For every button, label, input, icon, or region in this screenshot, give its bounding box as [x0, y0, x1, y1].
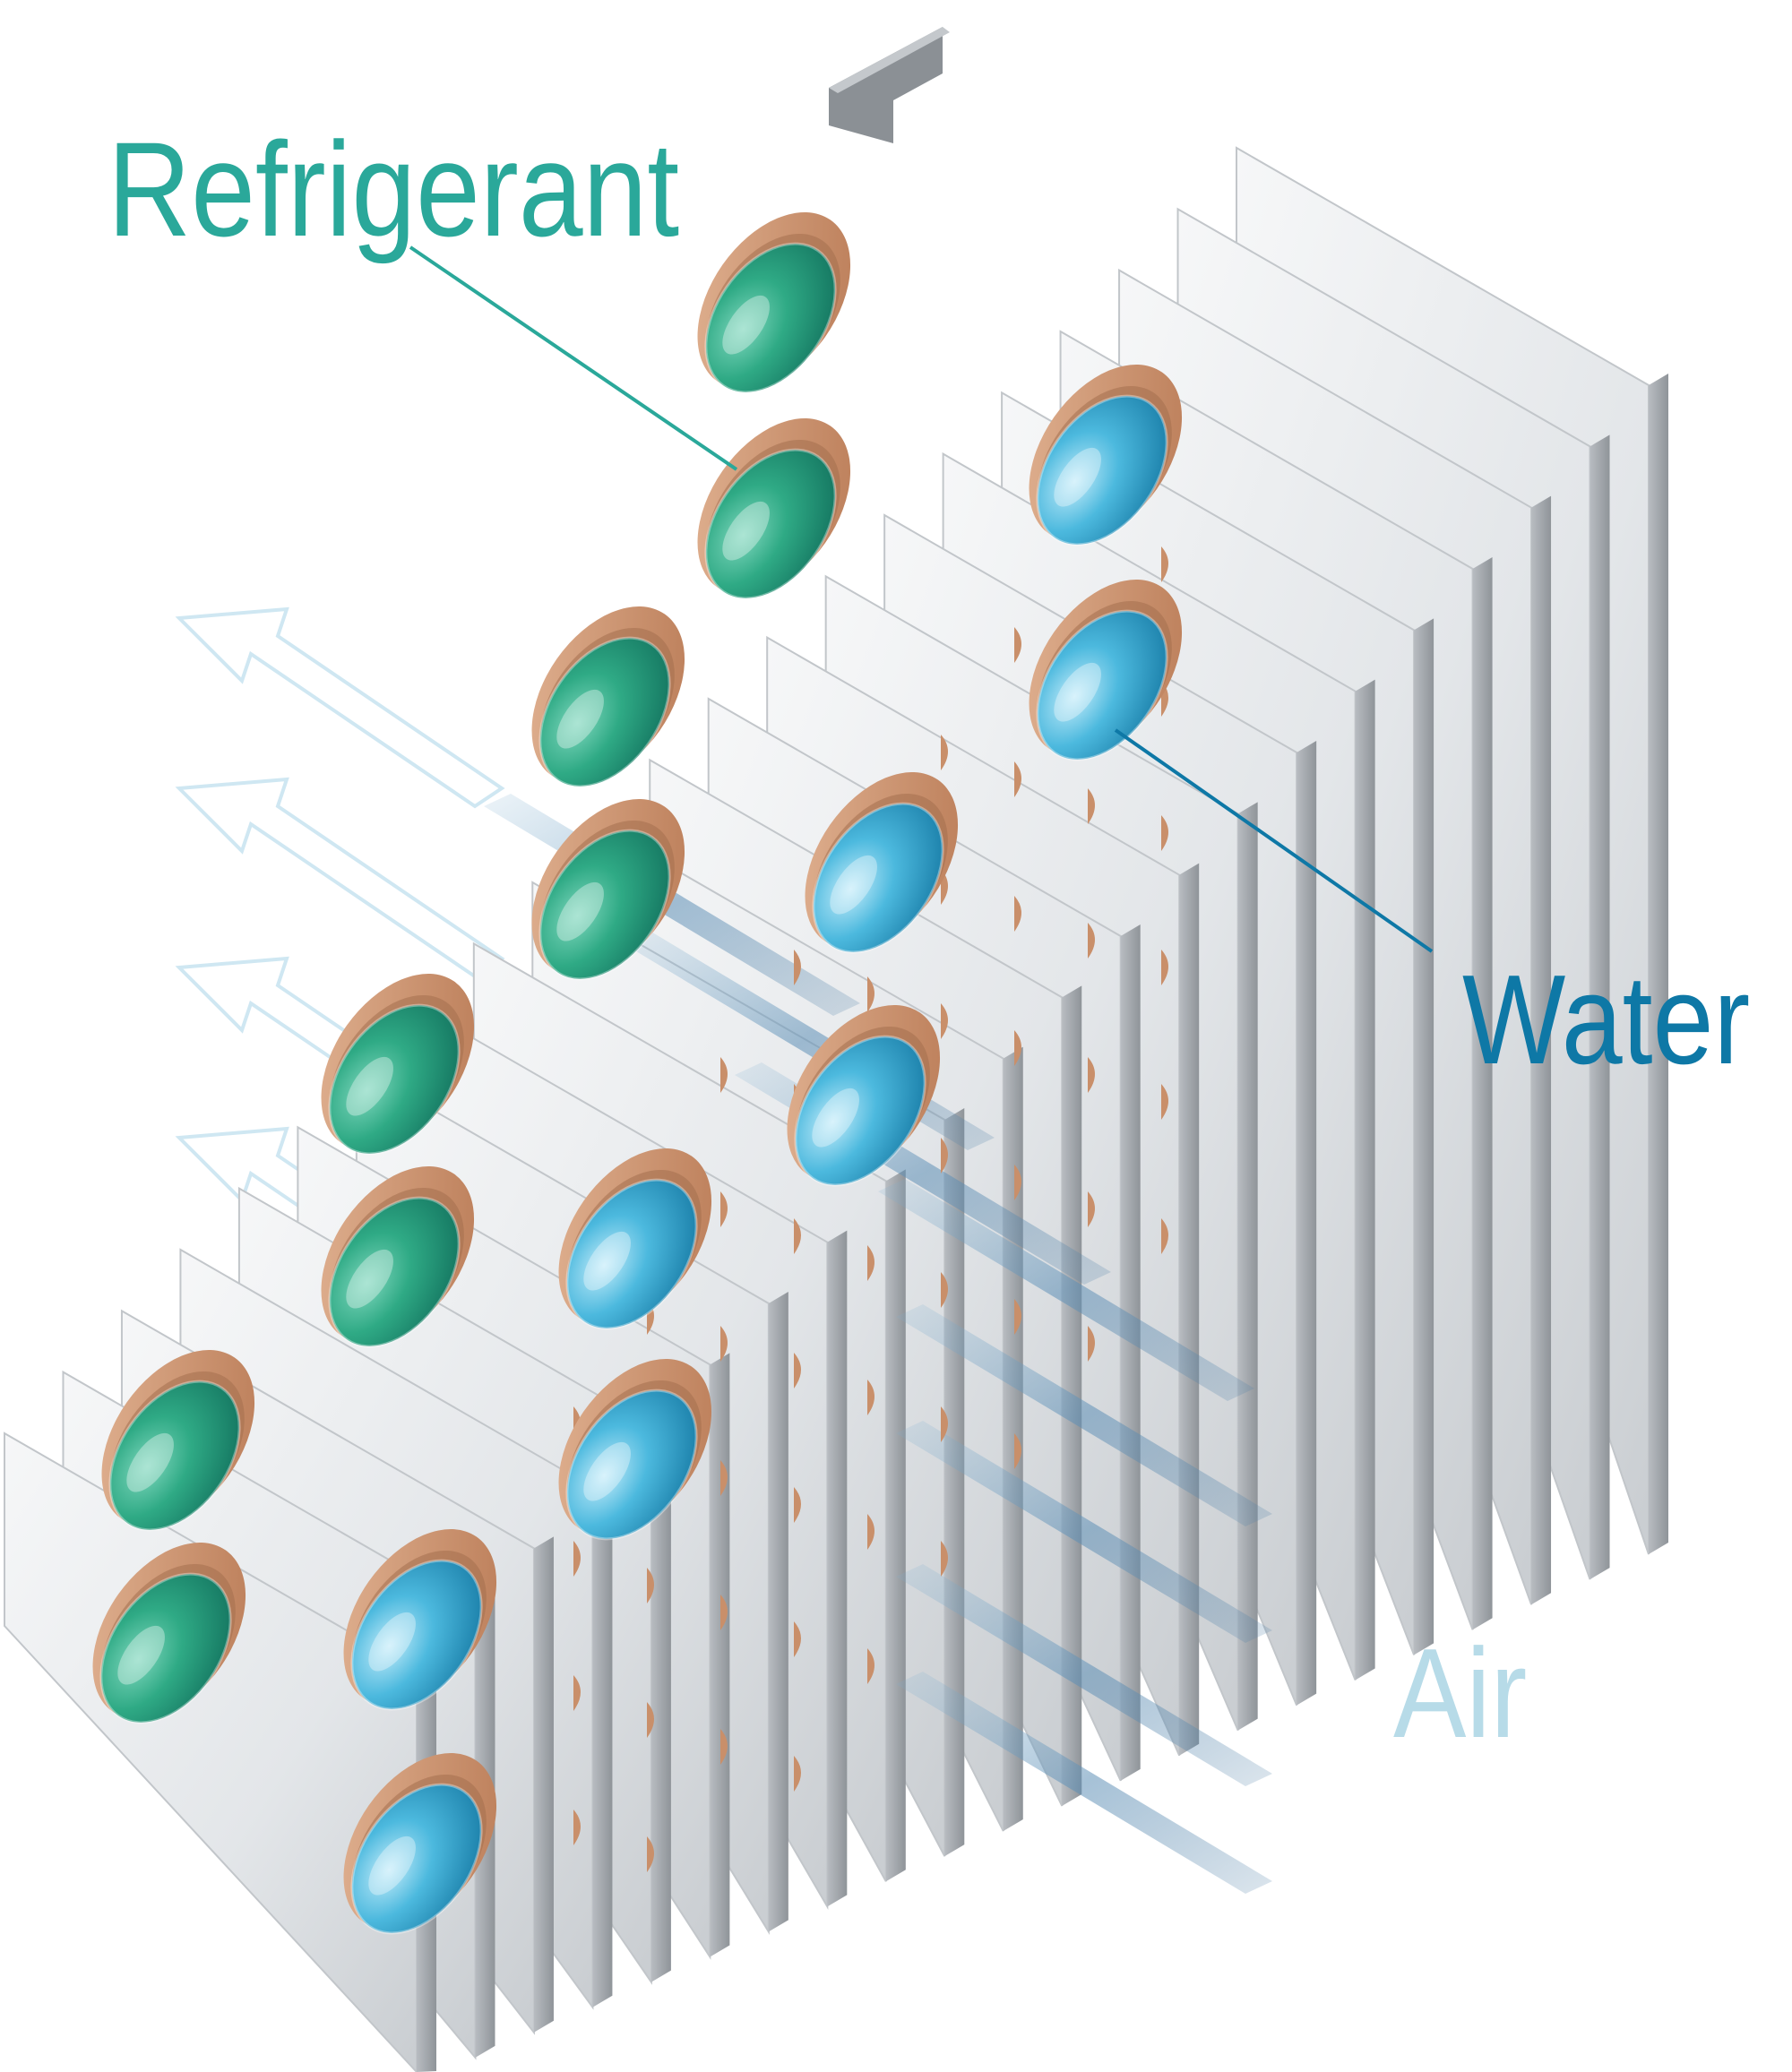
copper-collar [867, 1245, 874, 1281]
copper-collar [1014, 761, 1021, 797]
copper-collar [573, 1675, 581, 1711]
hollow-arrow-icon [175, 777, 505, 979]
copper-collar [1088, 1057, 1095, 1093]
water-tube [343, 1753, 497, 1935]
copper-collar [720, 1460, 728, 1496]
copper-collar [1088, 1191, 1095, 1227]
refrigerant-tube [531, 799, 685, 981]
copper-collar [1161, 815, 1168, 851]
copper-collar [573, 1541, 581, 1577]
air-streak [896, 1672, 1272, 1894]
copper-collar [720, 1191, 728, 1227]
refrigerant-tube [697, 212, 851, 394]
air-streak [878, 1179, 1254, 1401]
tube-ends [92, 212, 1183, 1935]
water-tube [787, 1005, 941, 1187]
copper-collar [794, 1756, 801, 1792]
copper-collar [941, 1003, 948, 1039]
copper-collar [647, 1568, 654, 1603]
copper-collar [1014, 896, 1021, 932]
refrigerant-label: Refrigerant [108, 114, 680, 264]
water-label: Water [1462, 949, 1751, 1091]
copper-collar [867, 976, 874, 1012]
copper-collar [867, 1648, 874, 1684]
copper-collar [1014, 627, 1021, 663]
air-streak [896, 1421, 1272, 1643]
copper-collar [1014, 1030, 1021, 1066]
air-label: Air [1393, 1622, 1528, 1765]
copper-collar [647, 1702, 654, 1738]
copper-collar [867, 1514, 874, 1550]
water-tube [805, 772, 959, 954]
water-tube [1029, 365, 1183, 546]
copper-collar [1161, 1218, 1168, 1254]
copper-collar [794, 1218, 801, 1254]
water-leader-line [1114, 728, 1434, 953]
copper-collar [720, 1729, 728, 1765]
copper-collar [720, 1057, 728, 1093]
copper-collar [941, 1138, 948, 1174]
water-tube [1029, 580, 1183, 761]
refrigerant-tube [697, 418, 851, 600]
copper-collar [1088, 788, 1095, 824]
copper-collar [1014, 1165, 1021, 1200]
copper-collar [867, 1380, 874, 1415]
copper-collar [941, 1541, 948, 1577]
refrigerant-tube [321, 1166, 475, 1348]
refrigerant-tube [101, 1350, 255, 1532]
copper-collar [1014, 1299, 1021, 1335]
air-streak [896, 1304, 1272, 1526]
copper-collar [573, 1810, 581, 1845]
copper-collar [1161, 950, 1168, 985]
copper-collar [794, 1487, 801, 1523]
copper-collar [1088, 1326, 1095, 1362]
water-tube [558, 1148, 712, 1330]
copper-collar [941, 735, 948, 770]
copper-collar [1088, 923, 1095, 959]
copper-collar [794, 1353, 801, 1388]
copper-collar [1161, 1084, 1168, 1120]
water-tube [558, 1359, 712, 1541]
copper-collar [941, 1272, 948, 1308]
copper-collar [1161, 546, 1168, 582]
refrigerant-leader-line [409, 245, 738, 471]
copper-collar [794, 1621, 801, 1657]
hollow-arrow-icon [175, 606, 505, 809]
refrigerant-tube [321, 974, 475, 1156]
copper-collar [720, 1595, 728, 1630]
copper-collar [720, 1326, 728, 1362]
water-tube [343, 1529, 497, 1711]
copper-collar [647, 1836, 654, 1872]
copper-collar [794, 950, 801, 985]
copper-collar [941, 1406, 948, 1442]
refrigerant-tube [92, 1543, 246, 1724]
air-streak [896, 1564, 1272, 1786]
refrigerant-tube [531, 606, 685, 788]
copper-collar [1014, 1433, 1021, 1469]
